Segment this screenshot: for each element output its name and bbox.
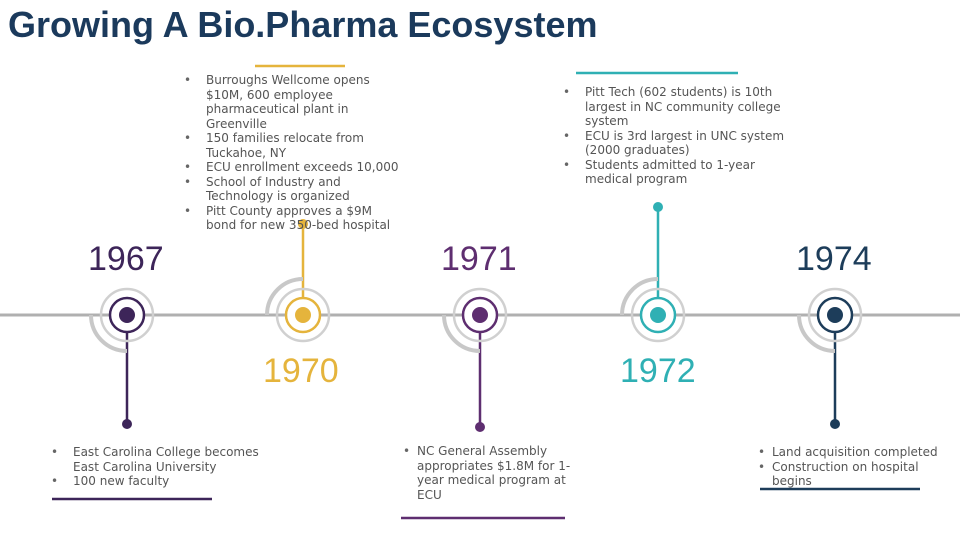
- bullet-item: 100 new faculty: [51, 474, 276, 489]
- decor-arc-outer-1967: [89, 314, 128, 353]
- bullet-item: 150 families relocate from Tuckahoe, NY: [184, 131, 406, 160]
- bullets-1970: Burroughs Wellcome opens $10M, 600 emplo…: [184, 73, 406, 233]
- bullet-item: Construction on hospital begins: [758, 460, 958, 489]
- bullet-item: Students admitted to 1-year medical prog…: [563, 158, 803, 187]
- connector-end-dot-1974: [830, 419, 840, 429]
- bullets-1974: Land acquisition completed Construction …: [758, 445, 958, 489]
- node-dot-1971: [472, 307, 488, 323]
- node-dot-1967: [119, 307, 135, 323]
- bullet-item: East Carolina College becomes East Carol…: [51, 445, 276, 474]
- year-label-1967: 1967: [88, 240, 164, 278]
- bullets-1972: Pitt Tech (602 students) is 10th largest…: [563, 85, 803, 187]
- year-label-1972: 1972: [620, 352, 696, 390]
- node-dot-1970: [295, 307, 311, 323]
- node-dot-1974: [827, 307, 843, 323]
- connector-end-dot-1972: [653, 202, 663, 212]
- decor-arc-outer-1971: [442, 314, 481, 353]
- decor-arc-outer-1970: [265, 277, 304, 316]
- year-label-1970: 1970: [263, 352, 339, 390]
- node-dot-1972: [650, 307, 666, 323]
- connector-end-dot-1971: [475, 422, 485, 432]
- bullet-item: Burroughs Wellcome opens $10M, 600 emplo…: [184, 73, 406, 131]
- bullet-item: ECU is 3rd largest in UNC system (2000 g…: [563, 129, 803, 158]
- decor-ring-1970: [275, 287, 331, 343]
- page-title: Growing A Bio.Pharma Ecosystem: [8, 4, 598, 45]
- year-label-1974: 1974: [796, 240, 872, 278]
- bullet-item: Pitt County approves a $9M bond for new …: [184, 204, 406, 233]
- decor-ring-1971: [452, 287, 508, 343]
- bullet-item: School of Industry and Technology is org…: [184, 175, 406, 204]
- decor-ring-1974: [807, 287, 863, 343]
- bullet-item: ECU enrollment exceeds 10,000: [184, 160, 406, 175]
- bullets-1971: NC General Assembly appropriates $1.8M f…: [403, 444, 573, 502]
- decor-ring-1972: [630, 287, 686, 343]
- year-label-1971: 1971: [441, 240, 517, 278]
- decor-ring-1967: [99, 287, 155, 343]
- decor-arc-outer-1974: [797, 314, 836, 353]
- bullets-1967: East Carolina College becomes East Carol…: [51, 445, 276, 489]
- connector-end-dot-1967: [122, 419, 132, 429]
- bullet-item: Land acquisition completed: [758, 445, 958, 460]
- decor-arc-outer-1972: [620, 277, 659, 316]
- bullet-item: Pitt Tech (602 students) is 10th largest…: [563, 85, 803, 129]
- bullet-item: NC General Assembly appropriates $1.8M f…: [403, 444, 573, 502]
